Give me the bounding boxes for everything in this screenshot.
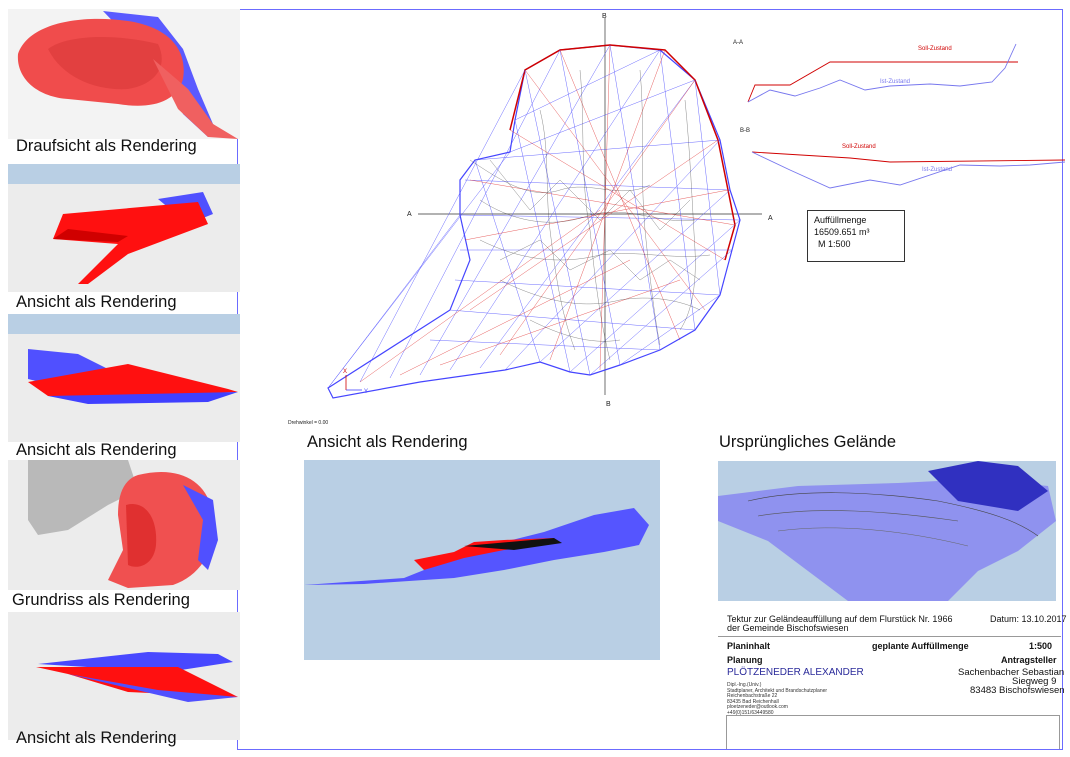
title-divider bbox=[718, 636, 1061, 637]
planung-label: Planung bbox=[727, 655, 763, 665]
coord-y-label: Y bbox=[364, 389, 368, 395]
axis-b-bottom-label: B bbox=[606, 401, 611, 408]
panel-caption: Ansicht als Rendering bbox=[16, 441, 177, 459]
panel-caption: Grundriss als Rendering bbox=[12, 591, 190, 609]
applicant-name: Sachenbacher Sebastian bbox=[958, 667, 1065, 678]
separator-band bbox=[8, 164, 240, 184]
section-aa-soll-label: Soll-Zustand bbox=[918, 46, 952, 52]
render-panel-view-1 bbox=[8, 184, 240, 292]
plan-scale: 1:500 bbox=[1029, 641, 1053, 651]
panel-caption: Draufsicht als Rendering bbox=[16, 137, 197, 155]
antragsteller-label: Antragsteller bbox=[1001, 655, 1057, 665]
section-profiles: A-A Soll-Zustand Ist-Zustand B-B Soll-Zu… bbox=[733, 40, 1065, 189]
volume-box: Auffüllmenge 16509.651 m³ M 1:500 bbox=[807, 210, 905, 262]
terrain-rendering bbox=[718, 461, 1056, 601]
planer-name: PLÖTZENEDER ALEXANDER bbox=[727, 667, 864, 678]
plan-date: Datum: 13.10.2017 bbox=[990, 614, 1067, 624]
render-panel-floorplan bbox=[8, 460, 240, 590]
section-bb-soll-label: Soll-Zustand bbox=[842, 144, 876, 150]
terrain-heading: Ursprüngliches Gelände bbox=[719, 433, 897, 451]
title-footer-box bbox=[726, 715, 1060, 749]
applicant-street: Siegweg 9 bbox=[1012, 676, 1057, 687]
planer-role: Stadtplaner, Architekt und Brandschutzpl… bbox=[727, 687, 828, 694]
planinhalt-label: Planinhalt bbox=[727, 641, 771, 651]
planer-email: ploetzeneder@outlook.com bbox=[727, 704, 788, 711]
project-title-2: der Gemeinde Bischofswiesen bbox=[727, 623, 849, 633]
rotation-note: Drehwinkel = 0.00 bbox=[288, 420, 329, 426]
axis-a-left-label: A bbox=[407, 211, 412, 218]
planinhalt-value: geplante Auffüllmenge bbox=[872, 641, 969, 651]
planer-phone: +49(0)151/63449580 bbox=[727, 709, 774, 716]
section-aa-ist-label: Ist-Zustand bbox=[880, 79, 910, 85]
section-bb-ist-label: Ist-Zustand bbox=[922, 167, 952, 173]
view-rendering bbox=[304, 460, 660, 660]
volume-title: Auffüllmenge bbox=[814, 215, 867, 225]
render-panel-top-view bbox=[8, 9, 240, 139]
axis-b-top-label: B bbox=[602, 13, 607, 20]
applicant-city: 83483 Bischofswiesen bbox=[970, 685, 1065, 696]
planer-street: Reichenbachstraße 22 bbox=[727, 693, 778, 700]
planer-city: 83435 Bad Reichenhall bbox=[727, 698, 779, 705]
separator-band bbox=[8, 314, 240, 334]
render-panel-view-3 bbox=[8, 612, 240, 740]
coord-x-label: X bbox=[343, 369, 347, 375]
section-aa-label: A-A bbox=[733, 40, 743, 46]
project-title-1: Tektur zur Geländeauffüllung auf dem Flu… bbox=[727, 614, 953, 624]
section-bb-label: B-B bbox=[740, 128, 750, 134]
planer-details: Dipl.-Ing.(Univ.) Stadtplaner, Architekt… bbox=[727, 682, 828, 717]
volume-value: 16509.651 m³ bbox=[814, 227, 870, 237]
volume-scale: M 1:500 bbox=[818, 239, 851, 249]
planer-title: Dipl.-Ing.(Univ.) bbox=[727, 682, 762, 688]
panel-caption: Ansicht als Rendering bbox=[16, 729, 177, 747]
axis-a-right-label: A bbox=[768, 215, 773, 222]
plan-drawing: X Y B B A A bbox=[327, 13, 773, 408]
render-panel-view-2 bbox=[8, 334, 240, 442]
panel-caption: Ansicht als Rendering bbox=[16, 293, 177, 311]
view-heading: Ansicht als Rendering bbox=[307, 433, 468, 451]
